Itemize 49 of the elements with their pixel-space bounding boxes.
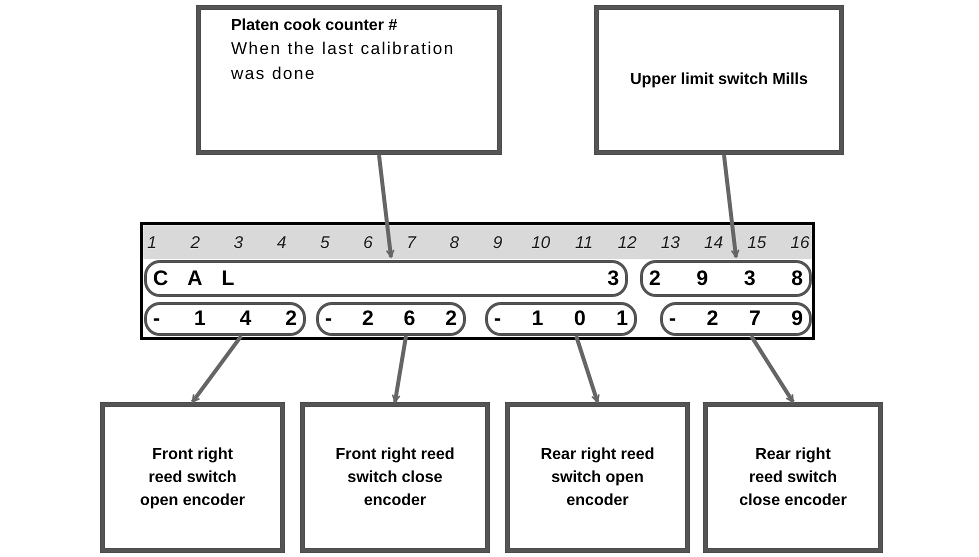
column-number: 6 [362, 233, 374, 253]
display-segment [640, 260, 812, 297]
column-number: 12 [616, 233, 638, 253]
column-number: 7 [405, 233, 418, 253]
arrow [574, 335, 600, 403]
callout-box [594, 5, 844, 155]
column-number: 5 [319, 233, 331, 253]
column-number: 15 [746, 233, 768, 253]
callout-box [300, 402, 490, 553]
display-segment [144, 302, 306, 336]
column-number: 1 [146, 233, 158, 253]
callout-box [703, 402, 883, 553]
column-number: 10 [530, 233, 552, 253]
display-characters: 2 9 3 8 [649, 266, 803, 290]
callout-heading: Rear right reed switch close encoder [738, 444, 848, 512]
display-characters: 3 [607, 266, 619, 290]
callout-heading: Platen cook counter # [231, 16, 398, 36]
callout-box [505, 402, 690, 553]
column-number: 11 [574, 233, 594, 253]
callout-text: When the last calibration was done [231, 38, 456, 85]
display-characters: - 1 4 2 [153, 307, 297, 331]
callout-box [196, 5, 502, 155]
display-characters: - 2 6 2 [325, 307, 457, 331]
arrow [722, 154, 740, 258]
callout-box [100, 402, 285, 553]
column-number: 3 [232, 233, 244, 253]
arrow [750, 334, 795, 404]
display-segment [660, 302, 812, 336]
display-segment [485, 302, 637, 336]
display-segment [144, 260, 628, 297]
display-segment [316, 302, 466, 336]
callout-heading: Front right reed switch open encoder [139, 444, 246, 512]
callout-heading: Front right reed switch close encoder [335, 444, 455, 512]
lcd-display [140, 222, 815, 340]
callout-heading: Rear right reed switch open encoder [540, 444, 655, 512]
column-number: 16 [790, 233, 810, 253]
arrow [190, 334, 243, 404]
callout-heading: Upper limit switch Mills [630, 70, 808, 90]
arrow [392, 336, 408, 403]
column-number: 8 [448, 233, 460, 253]
column-number: 9 [492, 233, 504, 253]
display-characters: - 1 0 1 [494, 307, 628, 331]
column-number: 4 [276, 233, 288, 253]
column-number: 13 [660, 233, 681, 253]
column-number: 2 [189, 233, 201, 253]
display-characters: C A L [153, 266, 234, 290]
column-number: 14 [703, 233, 724, 253]
display-characters: - 2 7 9 [669, 307, 803, 331]
arrow [377, 154, 394, 258]
